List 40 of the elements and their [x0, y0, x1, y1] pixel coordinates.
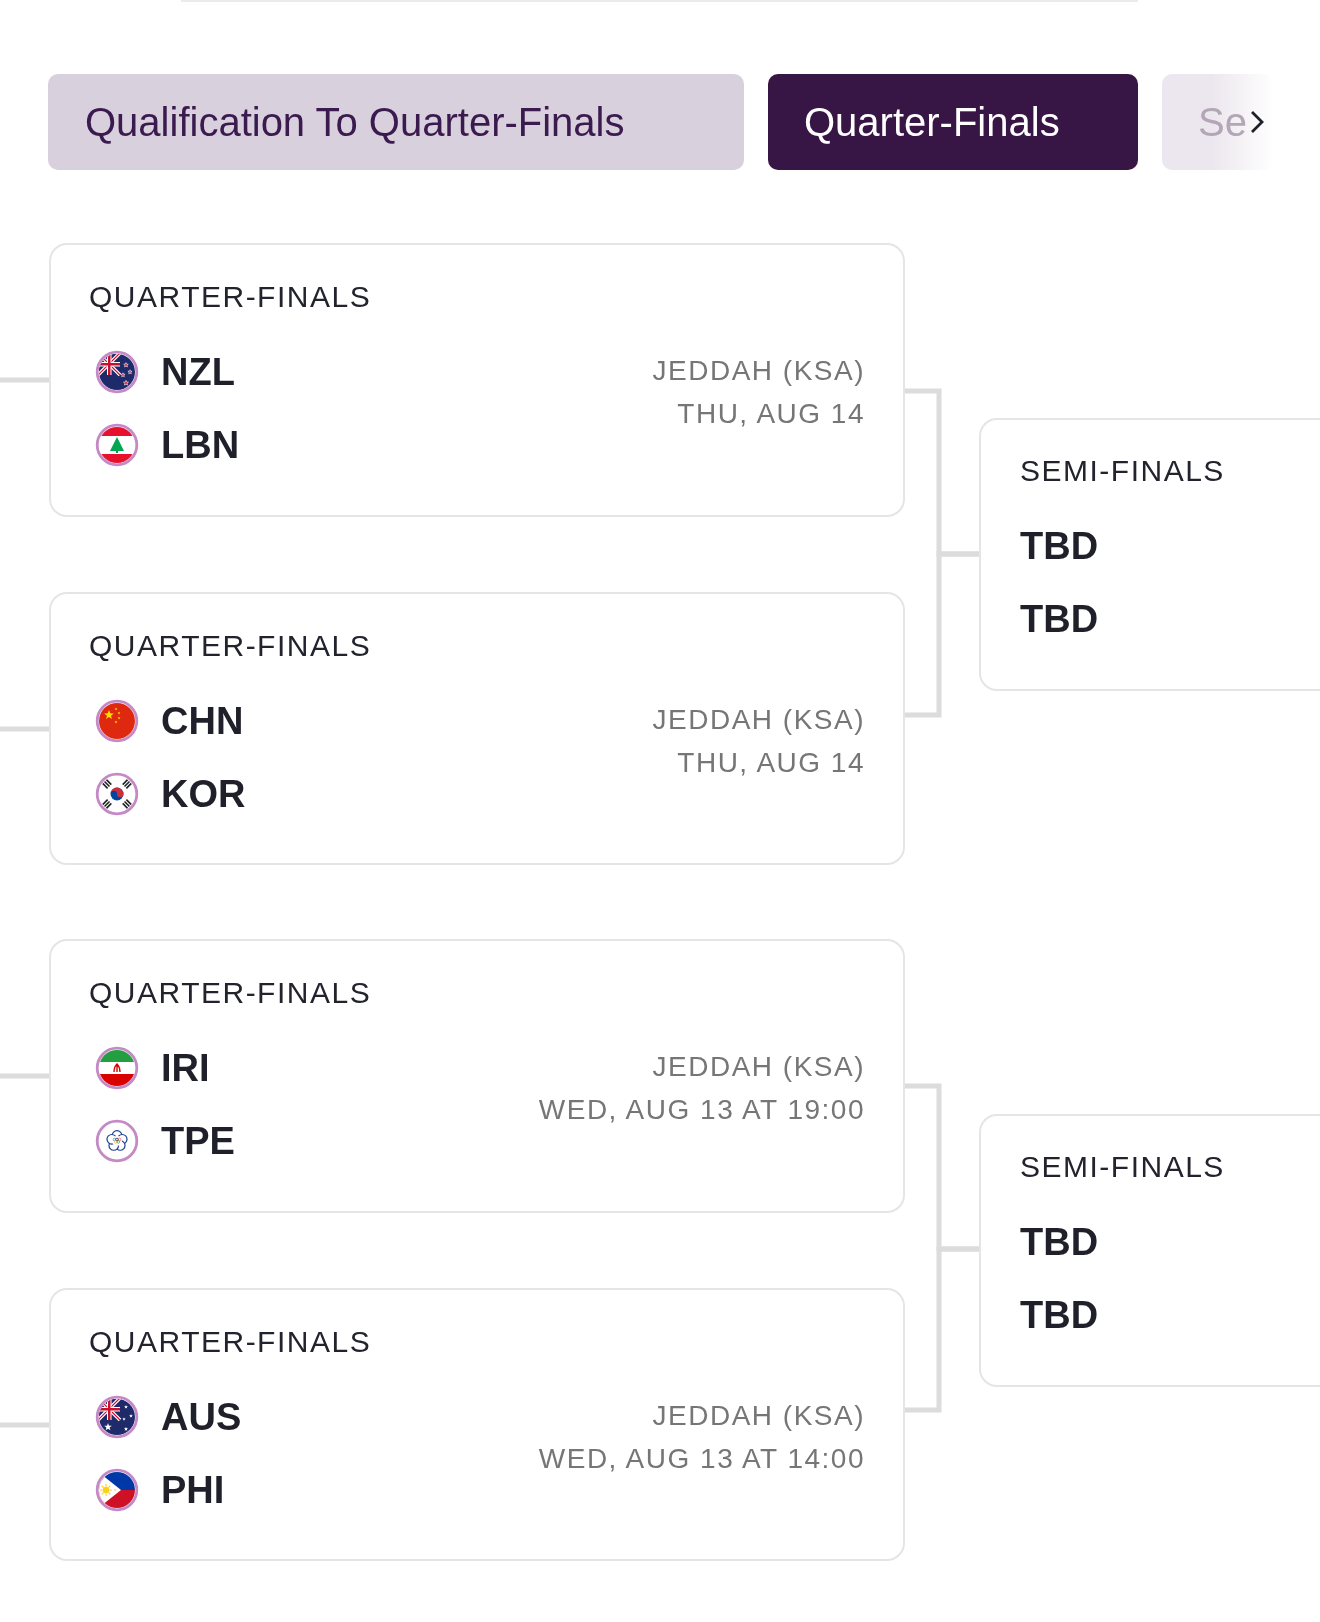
team-name: TBD: [1020, 597, 1099, 641]
match-card: [49, 939, 905, 1213]
match-card: [979, 418, 1320, 691]
round-label: SEMI-FINALS: [1020, 1149, 1225, 1185]
team-name: PHI: [161, 1468, 225, 1512]
bracket-connector: [0, 1422, 49, 1428]
match-card: [49, 243, 905, 517]
venue-text: JEDDAH (KSA): [652, 1399, 865, 1433]
bracket-connector: [905, 1246, 979, 1413]
team-name: NZL: [161, 350, 235, 394]
bracket-connector: [0, 726, 49, 732]
match-card: [979, 1114, 1320, 1387]
team-name: TBD: [1020, 1293, 1099, 1337]
team-name: LBN: [161, 423, 240, 467]
team-name: KOR: [161, 772, 246, 816]
team-name: AUS: [161, 1395, 242, 1439]
round-label: QUARTER-FINALS: [89, 628, 372, 664]
round-label: QUARTER-FINALS: [89, 975, 372, 1011]
bracket-connector: [0, 1073, 49, 1079]
match-date: WED, AUG 13 AT 14:00: [538, 1442, 865, 1476]
team-name: TPE: [161, 1119, 235, 1163]
match-date: THU, AUG 14: [677, 746, 865, 780]
tab: Qualification To Quarter-Finals: [48, 74, 744, 170]
match-date: WED, AUG 13 AT 19:00: [538, 1093, 865, 1127]
bracket-connector: [905, 551, 979, 718]
round-label: QUARTER-FINALS: [89, 1324, 372, 1360]
venue-text: JEDDAH (KSA): [652, 703, 865, 737]
team-name: IRI: [161, 1046, 210, 1090]
match-card: [49, 1288, 905, 1561]
tab: Quarter-Finals: [768, 74, 1138, 170]
team-name: TBD: [1020, 1220, 1099, 1264]
match-card: [49, 592, 905, 865]
bracket-connector: [0, 377, 49, 383]
match-date: THU, AUG 14: [677, 397, 865, 431]
venue-text: JEDDAH (KSA): [652, 1050, 865, 1084]
team-name: TBD: [1020, 524, 1099, 568]
round-label: SEMI-FINALS: [1020, 453, 1225, 489]
round-label: QUARTER-FINALS: [89, 279, 372, 315]
team-name: CHN: [161, 699, 244, 743]
venue-text: JEDDAH (KSA): [652, 354, 865, 388]
